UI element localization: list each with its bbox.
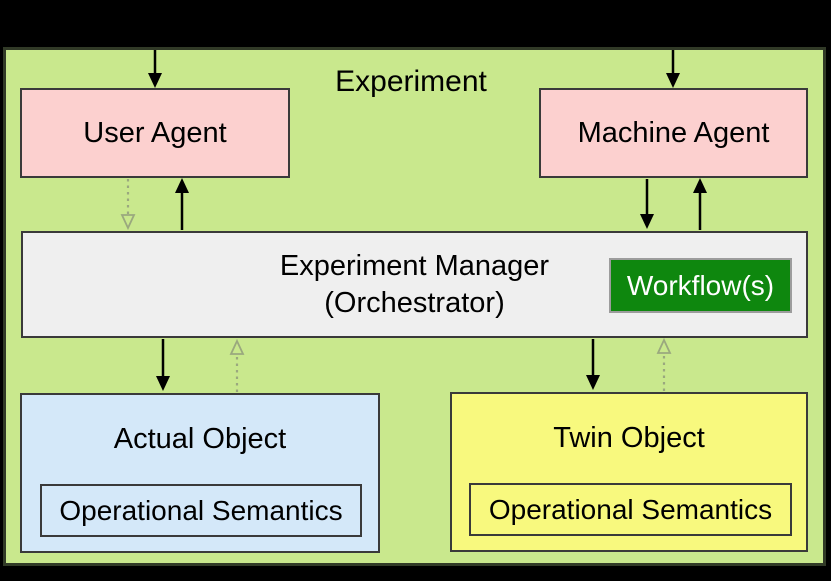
experiment-container-title: Experiment xyxy=(335,65,487,98)
node-twin-object: Twin Object Operational Semantics xyxy=(450,392,808,552)
node-experiment-manager-label-line2: (Orchestrator) xyxy=(324,286,505,319)
node-experiment-manager: Experiment Manager (Orchestrator) xyxy=(21,231,808,338)
node-actual-object-label: Actual Object xyxy=(113,423,287,455)
node-user-agent-label: User Agent xyxy=(83,117,227,149)
node-actual-object: Actual Object Operational Semantics xyxy=(20,393,380,553)
node-actual-operational-semantics-label: Operational Semantics xyxy=(59,494,343,526)
node-actual-operational-semantics: Operational Semantics xyxy=(40,484,362,537)
node-workflow-label: Workflow(s) xyxy=(626,269,775,301)
node-machine-agent: Machine Agent xyxy=(539,88,808,178)
node-workflow: Workflow(s) xyxy=(609,258,792,313)
node-machine-agent-label: Machine Agent xyxy=(577,117,770,149)
node-twin-operational-semantics: Operational Semantics xyxy=(469,483,792,536)
node-experiment-manager-label-line1: Experiment Manager xyxy=(279,249,550,282)
node-twin-operational-semantics-label: Operational Semantics xyxy=(488,493,773,525)
node-twin-object-label: Twin Object xyxy=(553,422,705,454)
node-user-agent: User Agent xyxy=(20,88,290,178)
